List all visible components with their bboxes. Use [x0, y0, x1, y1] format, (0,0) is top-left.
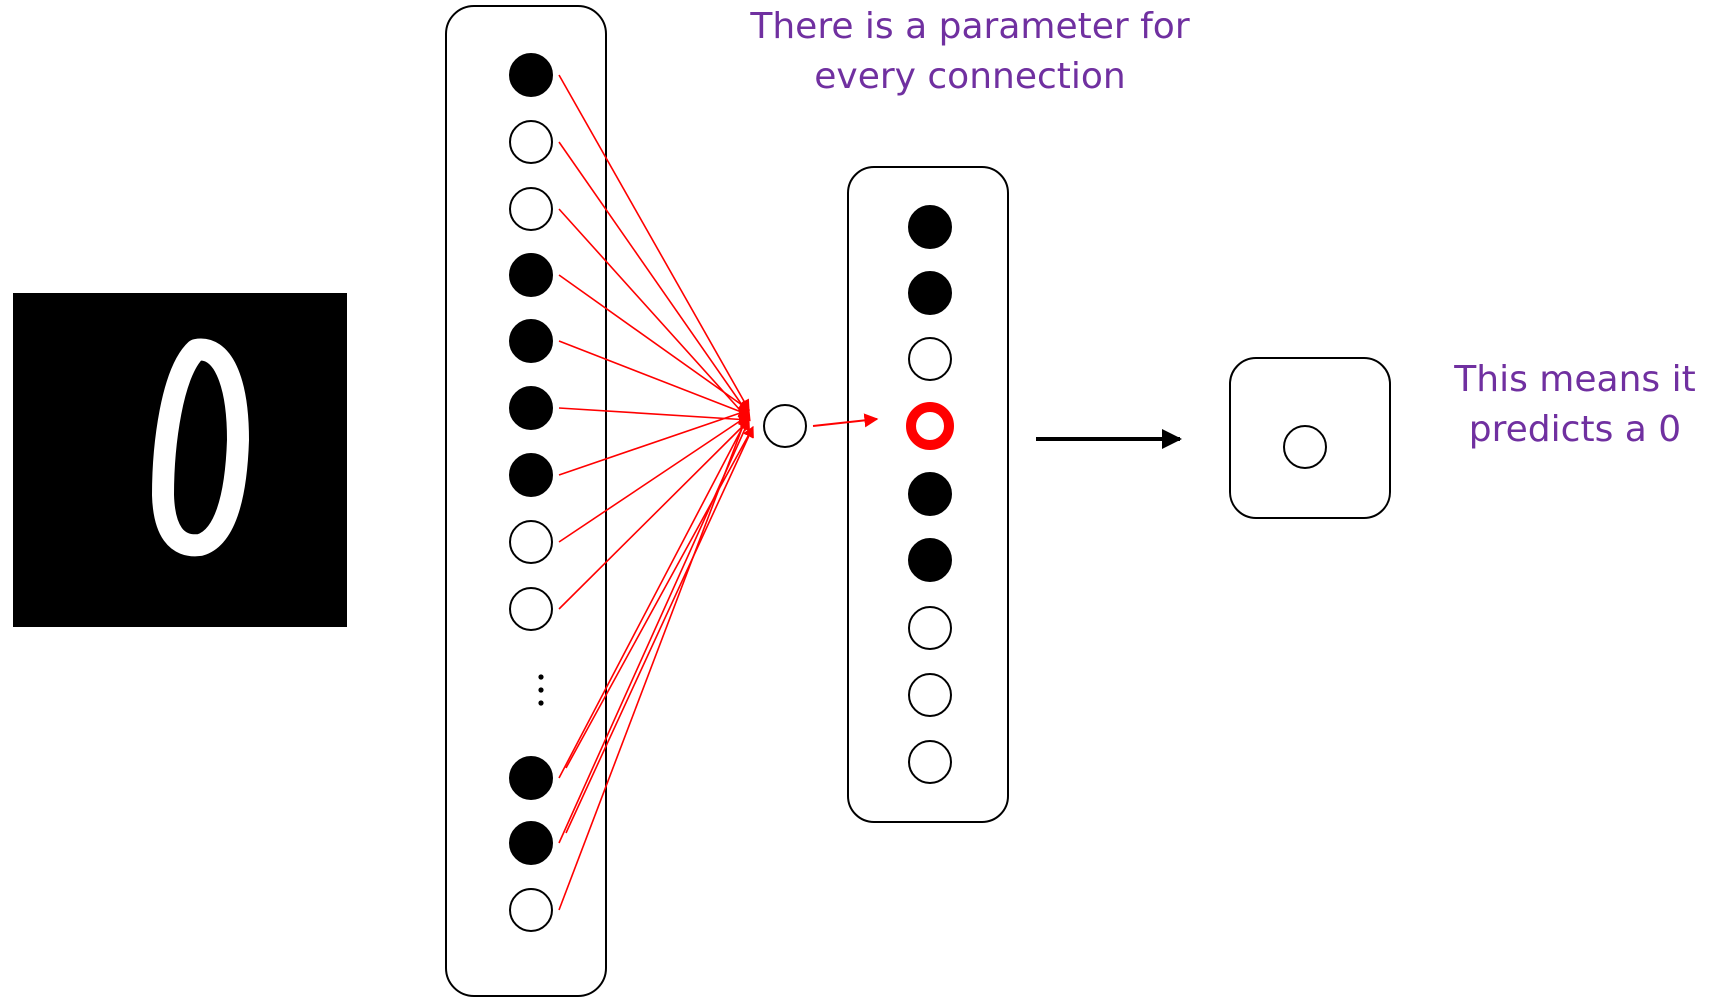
input-node-12: [509, 821, 553, 865]
intermediate-neuron: [763, 404, 807, 448]
connection-line: [558, 74, 750, 411]
connection-line: [565, 425, 754, 834]
input-layer-nodes: [509, 53, 553, 932]
hidden-layer-box: [847, 166, 1009, 823]
prediction-annotation: This means it predicts a 0: [1420, 355, 1711, 455]
hidden-node-3: [908, 337, 952, 381]
hidden-node-5: [908, 472, 952, 516]
output-node-1: [1283, 425, 1327, 469]
digit-image-background: [13, 293, 347, 627]
connection-line: [558, 340, 751, 417]
connection-line: [565, 426, 754, 769]
digit-glyph-zero: [152, 338, 249, 557]
connection-line: [558, 274, 750, 411]
input-node-7: [509, 453, 553, 497]
input-node-11: [509, 756, 553, 800]
input-node-8: [509, 520, 553, 564]
neuron-to-hidden-arrow: [812, 413, 879, 428]
output-layer-nodes: [1283, 425, 1327, 469]
input-node-5: [509, 319, 553, 363]
connection-line: [558, 414, 750, 543]
input-node-9: [509, 587, 553, 631]
hidden-node-9: [908, 740, 952, 784]
input-node-10-ellipsis-dot: [538, 687, 544, 693]
hidden-node-7: [908, 606, 952, 650]
input-node-10-ellipsis-dot: [538, 700, 544, 706]
hidden-layer-nodes: [906, 205, 954, 784]
connection-line: [558, 208, 750, 421]
hidden-node-2: [908, 271, 952, 315]
input-node-4: [509, 253, 553, 297]
hidden-node-4: [906, 402, 954, 450]
input-node-1: [509, 53, 553, 97]
connection-line: [558, 141, 750, 416]
output-layer-box: [1229, 357, 1391, 519]
parameter-annotation-line1: There is a parameter for: [750, 6, 1190, 47]
prediction-annotation-line1: This means it: [1454, 359, 1696, 400]
input-node-2: [509, 120, 553, 164]
prediction-annotation-line2: predicts a 0: [1468, 409, 1682, 450]
hidden-node-8: [908, 673, 952, 717]
input-node-6: [509, 386, 553, 430]
parameter-annotation-line2: every connection: [814, 56, 1126, 97]
parameter-annotation: There is a parameter for every connectio…: [700, 2, 1240, 102]
connection-line: [558, 407, 751, 425]
connection-line: [558, 407, 751, 476]
connection-line: [558, 414, 750, 779]
input-node-3: [509, 187, 553, 231]
digit-image: [13, 293, 347, 627]
input-layer-box: [445, 5, 607, 997]
connection-line: [558, 419, 750, 610]
connections: [558, 74, 754, 911]
hidden-node-6: [908, 538, 952, 582]
hidden-node-1: [908, 205, 952, 249]
input-node-13: [509, 888, 553, 932]
input-node-10-ellipsis-dot: [538, 674, 544, 680]
